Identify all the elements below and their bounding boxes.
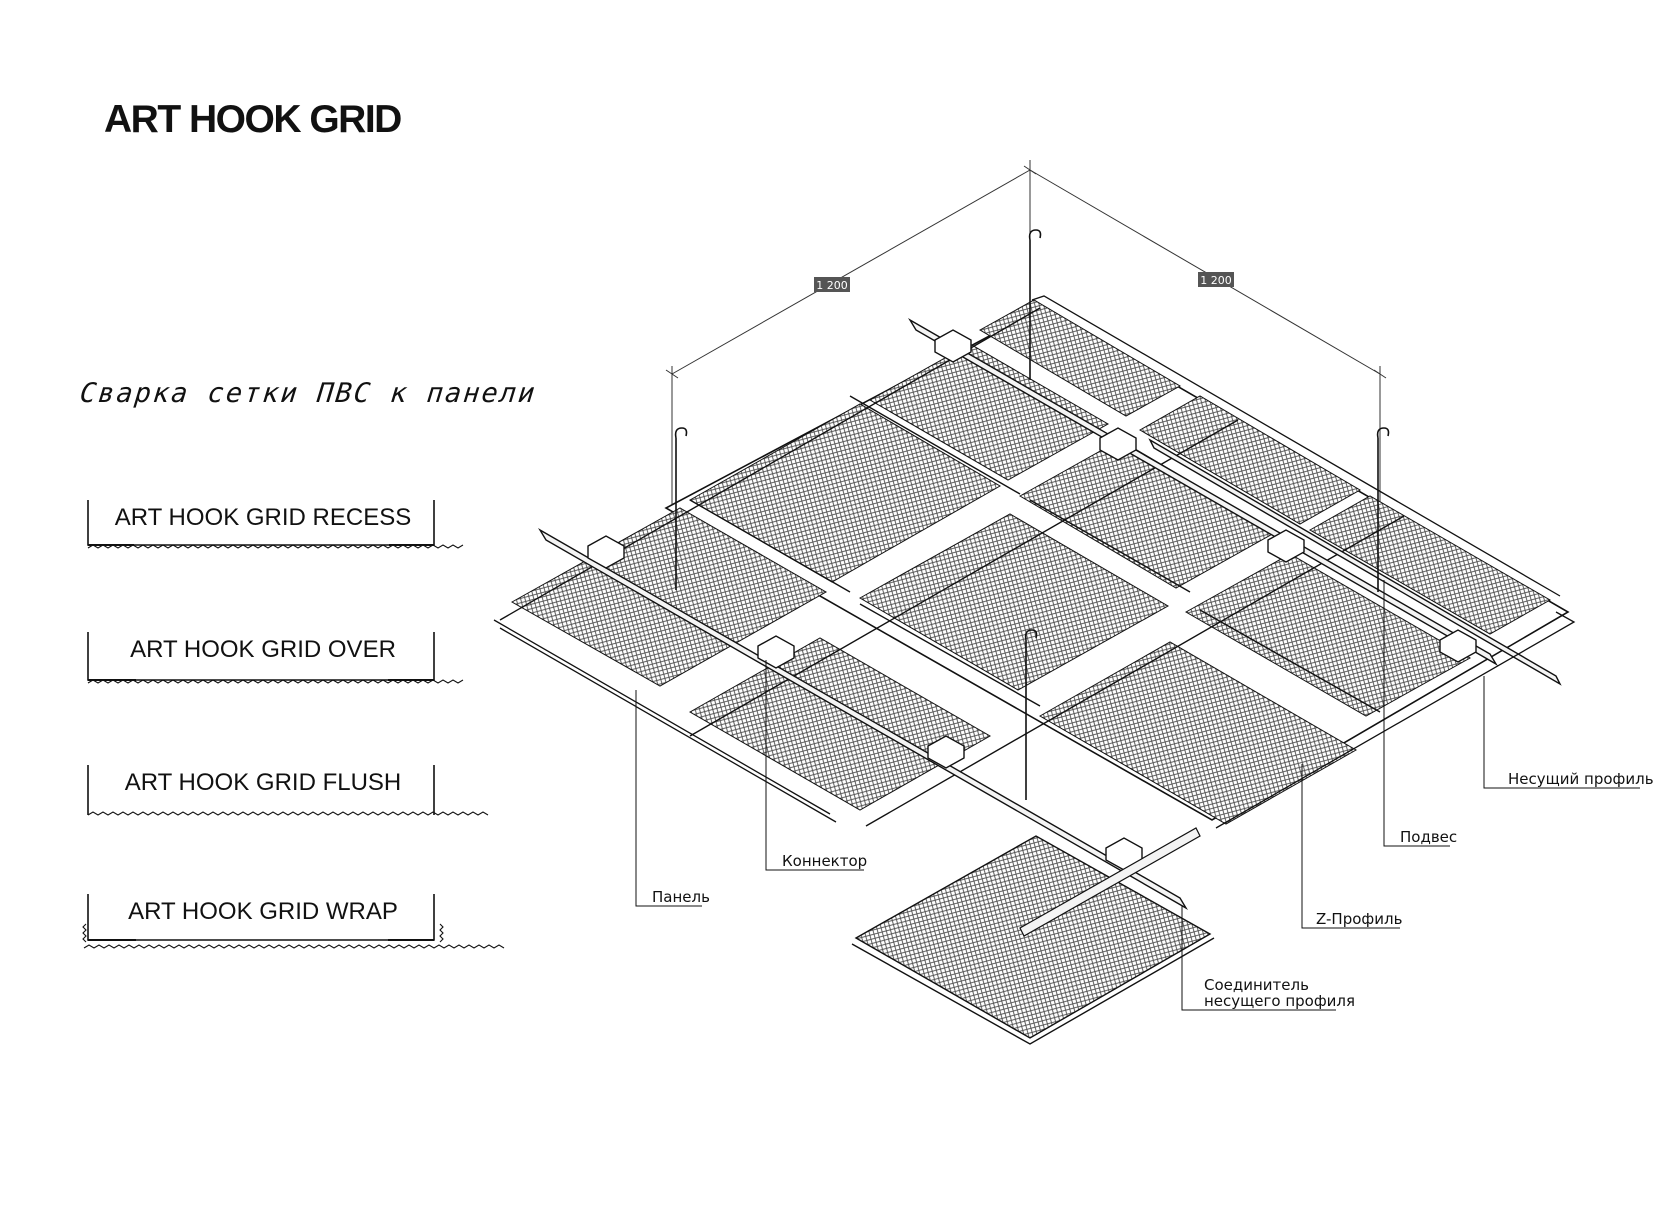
ceiling-grid	[493, 229, 1576, 910]
callout-leaders	[635, 580, 1640, 1011]
callout-hanger: Подвес	[1400, 828, 1457, 846]
detached-panel	[851, 827, 1215, 1045]
connector	[587, 535, 625, 569]
callout-z-profile: Z-Профиль	[1316, 910, 1402, 928]
mesh-panel	[858, 513, 1170, 691]
variant-flush: ART HOOK GRID FLUSH	[84, 765, 489, 825]
variant-recess: ART HOOK GRID RECESS	[84, 500, 464, 560]
recess-profile-icon	[87, 500, 464, 549]
flush-profile-icon	[87, 765, 489, 816]
connector	[757, 635, 795, 669]
mesh-panel	[510, 507, 828, 687]
carrier-profile	[538, 528, 1188, 910]
hangers	[674, 229, 1390, 800]
mesh-panel	[868, 343, 1110, 481]
callout-panel: Панель	[652, 888, 710, 906]
svg-text:1 200: 1 200	[1200, 274, 1232, 287]
callout-connector: Коннектор	[782, 852, 867, 870]
variant-label: ART HOOK GRID OVER	[130, 636, 396, 663]
mesh-panel	[1184, 553, 1472, 717]
hanger	[1024, 629, 1038, 800]
mesh-panel	[1308, 495, 1552, 635]
connectors	[587, 329, 1477, 871]
dimension-label-right: 1 200	[1198, 272, 1234, 287]
hanger	[674, 427, 688, 590]
page-title: ART HOOK GRID	[104, 98, 402, 141]
connector	[934, 329, 972, 363]
carrier-profile	[1148, 438, 1562, 686]
carrier-profiles	[538, 318, 1562, 910]
callout-profile-joiner-2: несущего профиля	[1204, 992, 1355, 1010]
hanger	[1376, 427, 1390, 592]
wrap-profile-icon	[82, 894, 505, 949]
variant-wrap: ART HOOK GRID WRAP	[82, 894, 505, 954]
variant-label: ART HOOK GRID RECESS	[114, 504, 412, 531]
connector	[1267, 529, 1305, 563]
variant-label: ART HOOK GRID FLUSH	[124, 769, 402, 796]
callout-carrier-profile: Несущий профиль	[1508, 770, 1654, 788]
connector	[1439, 629, 1477, 663]
hanger	[1028, 229, 1042, 380]
dimension-label-left: 1 200	[814, 277, 850, 292]
variant-over: ART HOOK GRID OVER	[84, 632, 464, 692]
mesh-panel	[1138, 395, 1362, 525]
connector	[927, 735, 965, 769]
variant-label: ART HOOK GRID WRAP	[128, 898, 398, 925]
svg-text:1 200: 1 200	[816, 279, 848, 292]
connector	[1099, 427, 1137, 461]
callout-profile-joiner-1: Соединитель	[1204, 976, 1309, 994]
over-profile-icon	[87, 632, 464, 684]
panel-edges	[493, 295, 1576, 829]
mesh-panels	[510, 299, 1552, 825]
mesh-panel	[1038, 641, 1358, 825]
